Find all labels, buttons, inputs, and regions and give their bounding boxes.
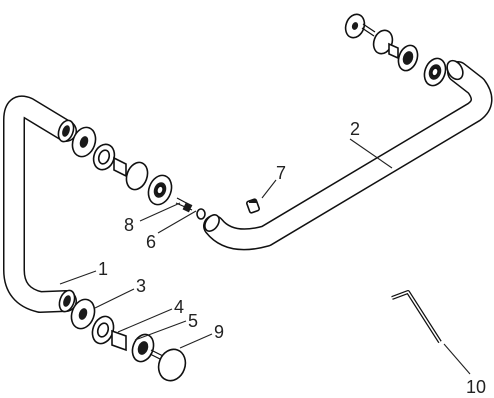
leader-lines <box>59 138 471 375</box>
callout-3: 3 <box>136 276 146 296</box>
hex-key <box>391 290 442 344</box>
callout-4: 4 <box>174 297 184 317</box>
callout-7: 7 <box>276 163 286 183</box>
callout-6: 6 <box>146 232 156 252</box>
callout-1: 1 <box>98 259 108 279</box>
grub-screw <box>246 198 260 214</box>
handle-bar-right <box>203 59 493 251</box>
callout-8: 8 <box>124 215 134 235</box>
callout-10: 10 <box>466 377 486 397</box>
upper-left-fittings <box>71 126 173 206</box>
callout-9: 9 <box>214 322 224 342</box>
handle-bar-left <box>3 95 77 313</box>
callout-5: 5 <box>188 311 198 331</box>
screw-and-nut <box>175 197 206 220</box>
callout-2: 2 <box>350 119 360 139</box>
upper-right-fittings <box>344 13 447 87</box>
